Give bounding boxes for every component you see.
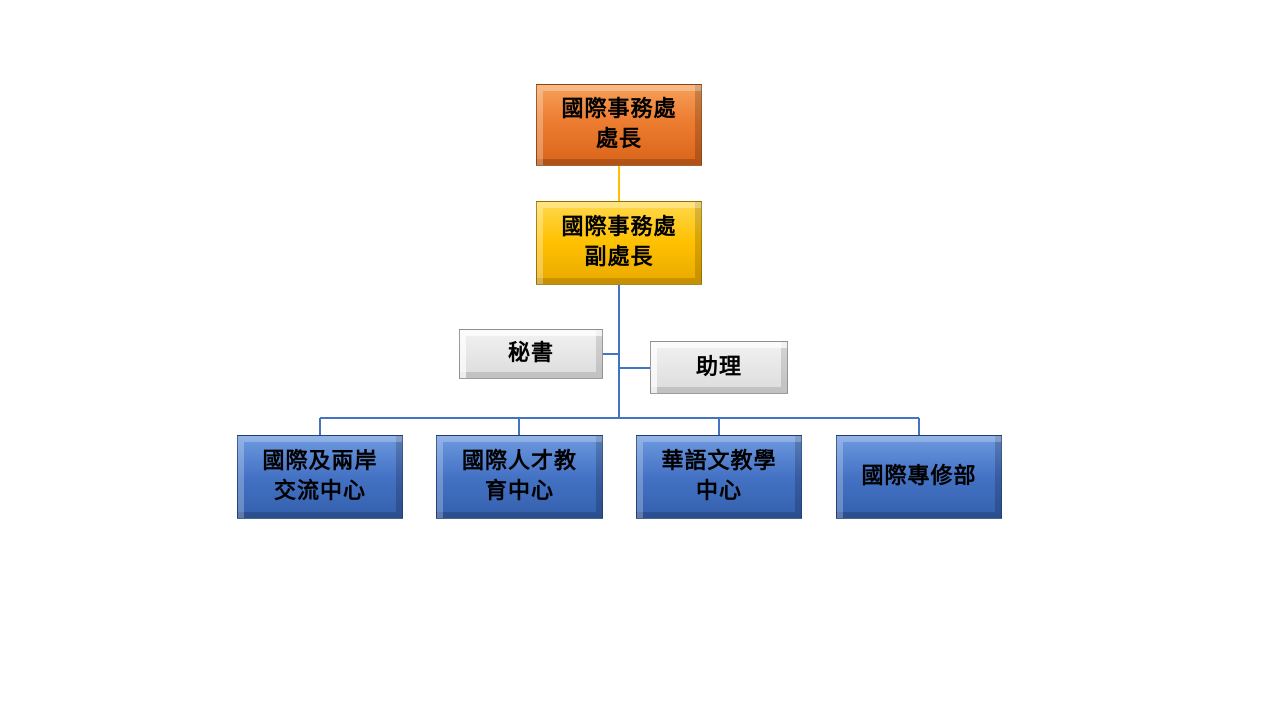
center-box-cross-strait: 國際及兩岸 交流中心 (237, 435, 403, 519)
director-role: 處長 (595, 126, 642, 152)
director-title: 國際事務處 (561, 96, 677, 123)
assistant-box: 助理 (650, 341, 788, 394)
center-label-line1: 國際及兩岸 (262, 448, 378, 475)
assistant-label: 助理 (695, 353, 742, 380)
center-label-line2: 中心 (695, 478, 742, 504)
center-label-line2: 交流中心 (273, 478, 366, 504)
secretary-box: 秘書 (459, 329, 603, 379)
deputy-title: 國際事務處 (561, 214, 677, 241)
director-box: 國際事務處 處長 (536, 84, 702, 166)
center-label-line1: 華語文教學 (661, 448, 777, 475)
secretary-label: 秘書 (507, 340, 554, 367)
center-label-line1: 國際專修部 (861, 463, 977, 490)
center-box-talent-education: 國際人才教 育中心 (436, 435, 603, 519)
deputy-role: 副處長 (584, 244, 654, 270)
center-box-chinese-language: 華語文教學 中心 (636, 435, 802, 519)
deputy-director-box: 國際事務處 副處長 (536, 201, 702, 285)
center-label-line2: 育中心 (484, 478, 554, 504)
center-box-foundation-program: 國際專修部 (836, 435, 1002, 519)
center-label-line1: 國際人才教 (461, 448, 577, 475)
